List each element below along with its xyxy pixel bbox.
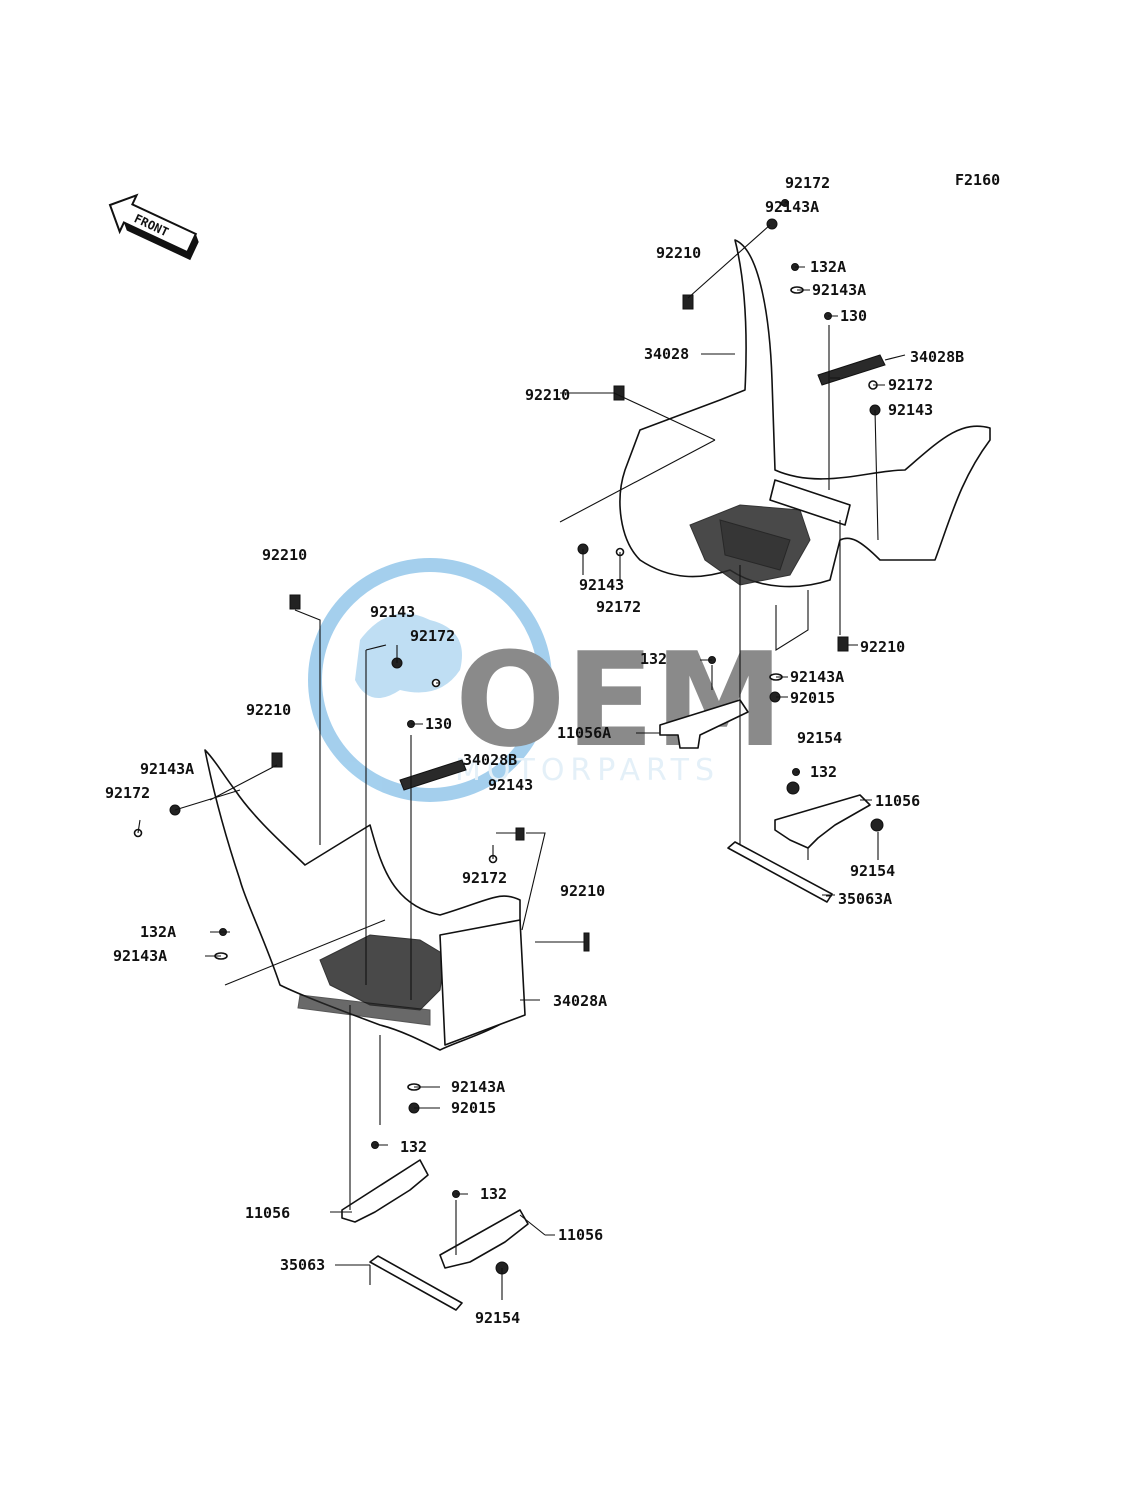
left-side-panel (439, 919, 526, 1046)
part-label: 92154 (850, 862, 895, 880)
left-bracket-11056 (341, 1159, 429, 1223)
part-label: 130 (840, 307, 867, 325)
clip-icon (613, 385, 625, 401)
part-label: 34028B (910, 348, 964, 366)
right-bracket-11056a (659, 699, 749, 749)
part-label: 35063A (838, 890, 892, 908)
part-label: 132A (810, 258, 846, 276)
part-label: 92143A (812, 281, 866, 299)
part-label: 92015 (790, 689, 835, 707)
part-label: 132 (480, 1185, 507, 1203)
part-label: 132 (810, 763, 837, 781)
part-label: 92172 (785, 174, 830, 192)
part-label: 92210 (656, 244, 701, 262)
part-label: 92143A (451, 1078, 505, 1096)
part-label: 34028B (463, 751, 517, 769)
part-label: 130 (425, 715, 452, 733)
watermark-sub: MOTORPARTS (455, 753, 720, 788)
left-bracket-11056-b (439, 1209, 529, 1269)
right-footrest-pad (769, 479, 851, 526)
watermark-main: OEM (455, 624, 784, 776)
right-floor-assembly (559, 199, 991, 903)
right-bracket-11056 (774, 794, 871, 849)
part-label: 92143A (765, 198, 819, 216)
left-footrest-ribs (297, 994, 431, 1026)
bolt-icon (870, 818, 884, 832)
left-pad-34028b (399, 759, 467, 791)
part-label: 92143A (140, 760, 194, 778)
part-label: 34028 (644, 345, 689, 363)
part-label: 11056 (245, 1204, 290, 1222)
right-footrest-ribs (719, 519, 791, 571)
part-label: 34028A (553, 992, 607, 1010)
part-label: 35063 (280, 1256, 325, 1274)
left-bar-35063 (369, 1255, 463, 1311)
part-label: 92143 (488, 776, 533, 794)
part-label: 92172 (596, 598, 641, 616)
part-label: 92210 (525, 386, 570, 404)
part-label: 92143 (888, 401, 933, 419)
part-label: 92154 (475, 1309, 520, 1327)
clip-icon (837, 636, 849, 652)
label-leaders (210, 353, 832, 1266)
part-label: 92172 (105, 784, 150, 802)
part-label: 92172 (462, 869, 507, 887)
part-label: 11056 (875, 792, 920, 810)
clip-icon (515, 827, 525, 841)
watermark-continent (355, 613, 462, 698)
part-label: 92210 (246, 701, 291, 719)
part-label: 92210 (860, 638, 905, 656)
part-label: 92210 (560, 882, 605, 900)
part-label: 11056 (558, 1226, 603, 1244)
part-label: 132A (140, 923, 176, 941)
part-label: 92143 (370, 603, 415, 621)
clip-icon (271, 752, 283, 768)
figure-code: F2160 (955, 171, 1000, 189)
left-floor-assembly (133, 594, 590, 1311)
right-fender-34028 (619, 239, 991, 588)
part-label: 92154 (797, 729, 842, 747)
part-label: 92143 (579, 576, 624, 594)
part-label: 92143A (790, 668, 844, 686)
part-labels: 92172 92143A 92210 132A 92143A 130 34028… (105, 174, 964, 1327)
clip-icon (289, 594, 301, 610)
part-label: 92015 (451, 1099, 496, 1117)
part-label: 132 (640, 650, 667, 668)
left-footrest-grate (319, 934, 446, 1011)
part-label: 92172 (410, 627, 455, 645)
part-label: 132 (400, 1138, 427, 1156)
bolt-icon (786, 781, 800, 795)
part-label: 11056A (557, 724, 611, 742)
watermark-globe (308, 558, 552, 802)
part-label: 92143A (113, 947, 167, 965)
right-bar-35063a (727, 841, 833, 903)
nut-icon (766, 218, 778, 230)
part-label: 92172 (888, 376, 933, 394)
front-arrow-icon: FRONT (108, 193, 199, 261)
clip-icon (583, 932, 590, 952)
right-pad-34028b (817, 354, 886, 386)
part-label: 92210 (262, 546, 307, 564)
watermark: OEM MOTORPARTS (308, 558, 784, 802)
clip-icon (682, 294, 694, 310)
